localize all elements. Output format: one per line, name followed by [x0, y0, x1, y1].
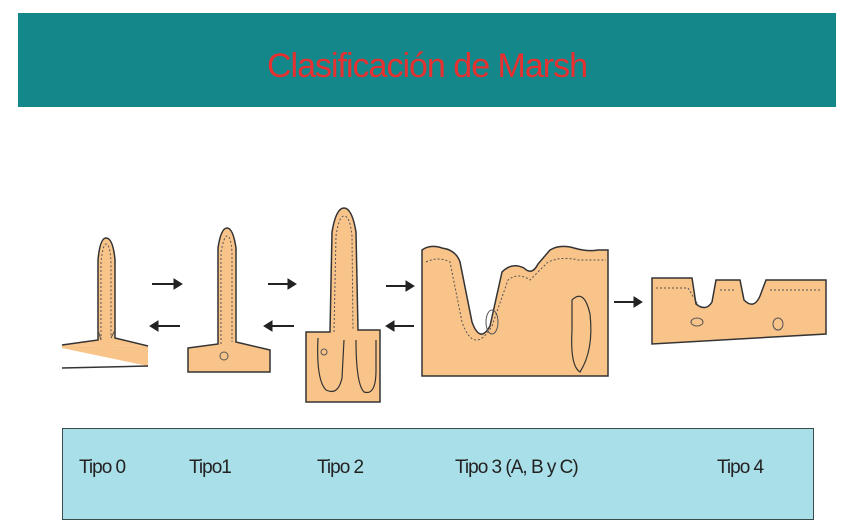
type-label-box: Tipo 0 Tipo1 Tipo 2 Tipo 3 (A, B y C) Ti…: [62, 428, 814, 520]
type-1-label: Tipo1: [189, 457, 231, 479]
forward-arrow-0-1: [152, 279, 182, 289]
forward-arrow-2-3: [386, 281, 414, 291]
type-0-label: Tipo 0: [79, 457, 125, 479]
forward-arrow-1-2: [268, 279, 296, 289]
villus-type-2: [306, 208, 380, 402]
villus-type-4: [652, 278, 826, 344]
backward-arrow-1-0: [150, 321, 180, 331]
backward-arrow-2-1: [264, 321, 294, 331]
forward-arrow-3-4: [614, 297, 642, 307]
backward-arrow-3-2: [386, 321, 414, 331]
type-2-label: Tipo 2: [317, 457, 363, 479]
type-3-label: Tipo 3 (A, B y C): [455, 457, 578, 479]
type-4-label: Tipo 4: [717, 457, 763, 479]
villus-type-1: [188, 228, 270, 372]
villus-type-0: [62, 238, 148, 368]
villus-type-3: [422, 246, 608, 376]
